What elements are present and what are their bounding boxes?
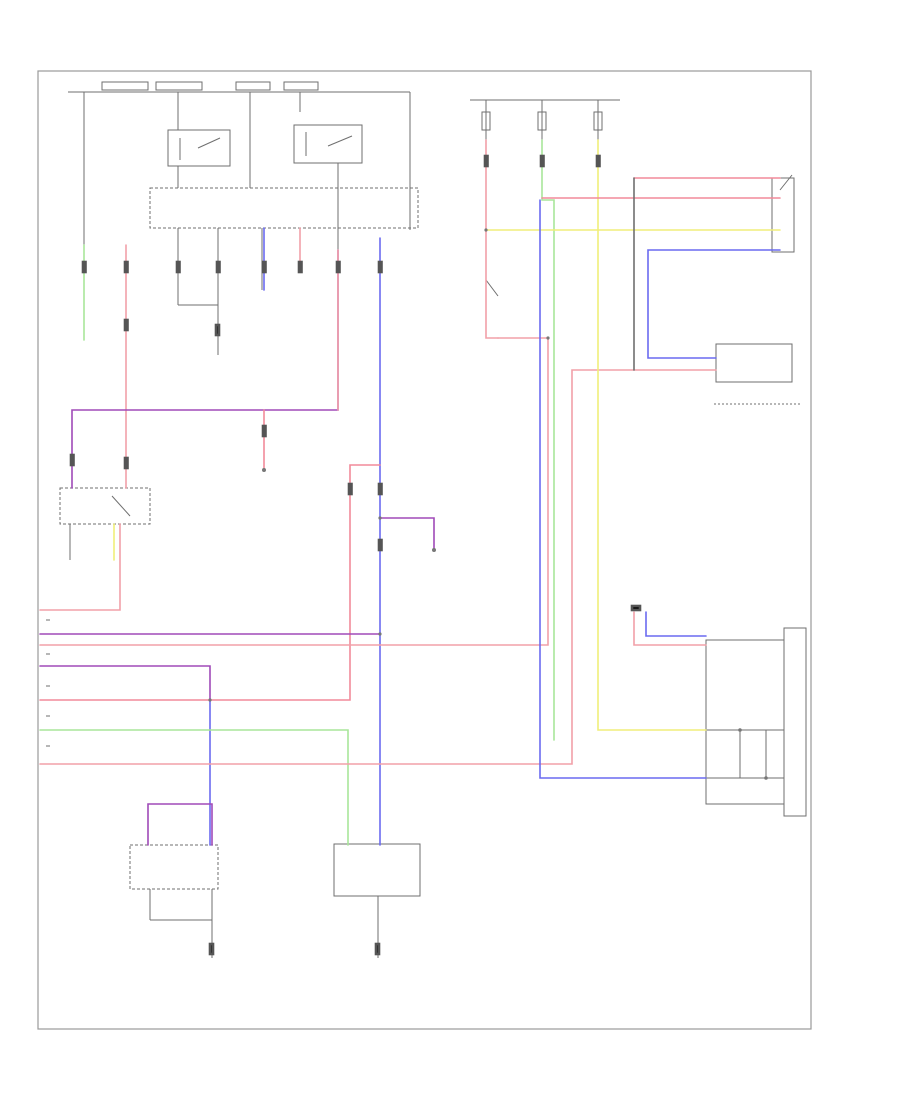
fuse-label-box-1	[101, 81, 149, 91]
right-switch-contact	[779, 174, 793, 191]
ground-connector-top	[214, 323, 221, 337]
bottom-center-component	[333, 843, 421, 897]
fuse-label-box-4	[283, 81, 319, 91]
module-node-2	[764, 776, 768, 780]
connector-mark	[335, 260, 341, 274]
wire-red-bus-long	[39, 369, 717, 765]
wire-purple-short	[39, 665, 211, 701]
fuse-body-2	[537, 111, 547, 131]
top-right-fuse-group	[470, 99, 800, 405]
wire-green-fuse-2	[541, 139, 555, 741]
connector-mark	[123, 456, 129, 470]
connector-mark	[595, 154, 601, 168]
wire-red-module-top	[633, 611, 707, 646]
relay-left-contact	[197, 137, 221, 149]
relay-right	[293, 124, 363, 164]
control-module-edge	[783, 627, 807, 817]
left-switch-group	[59, 487, 151, 560]
relay-left	[167, 129, 231, 167]
connector-mark	[123, 318, 129, 332]
mid-switch-blade	[485, 279, 499, 297]
left-switch-blade	[111, 495, 131, 517]
connector-mark	[483, 154, 489, 168]
connector-mark	[81, 260, 87, 274]
top-left-fuse-group	[68, 81, 419, 355]
wire-red-left-lower	[39, 523, 121, 611]
connector-mark	[630, 604, 642, 612]
diagram-border	[37, 70, 812, 1030]
connector-mark	[377, 538, 383, 552]
ground-point	[262, 468, 266, 472]
fuse-label-box-2	[155, 81, 203, 91]
splice-node	[484, 228, 488, 232]
wire-blue-switch	[647, 249, 781, 359]
wire-purple-bottom-left	[147, 803, 213, 846]
connector-mark	[215, 260, 221, 274]
fuse-body-1	[481, 111, 491, 131]
left-edge-terminals	[46, 619, 50, 747]
bottom-left-component	[129, 844, 219, 890]
right-switch-box	[771, 177, 795, 253]
connector-mark	[123, 260, 129, 274]
right-relay-box	[715, 343, 793, 383]
wire-red-loop-mid	[39, 464, 381, 701]
connector-mark	[69, 453, 75, 467]
left-switch-box	[59, 487, 151, 525]
relay-right-contact	[327, 135, 353, 147]
fuse-label-box-3	[235, 81, 271, 91]
wire-blue-module	[539, 199, 707, 779]
control-module	[705, 639, 785, 805]
wire-purple-upper	[71, 249, 339, 489]
connector-mark	[261, 260, 267, 274]
ground-connector-left	[208, 942, 215, 956]
splice-node	[546, 336, 550, 340]
wire-purple-ground-branch	[379, 517, 435, 551]
wire-yellow-fuse-3	[597, 139, 707, 731]
connector-mark	[297, 260, 303, 274]
connector-mark	[261, 424, 267, 438]
connector-mark	[539, 154, 545, 168]
splice-node	[378, 516, 382, 520]
wire-green-bus	[39, 729, 349, 846]
connector-mark	[377, 260, 383, 274]
junction-block	[149, 187, 419, 229]
control-module-group	[705, 627, 807, 817]
module-node-1	[738, 728, 742, 732]
splice-node	[208, 698, 212, 702]
connector-mark	[347, 482, 353, 496]
connector-mark	[377, 482, 383, 496]
bottom-components	[129, 843, 421, 958]
wire-red-fuse-1	[485, 139, 499, 339]
ground-connector-center	[374, 942, 381, 956]
connector-markers	[69, 154, 642, 702]
fuse-body-3	[593, 111, 603, 131]
wire-blue-module-top	[645, 611, 707, 637]
wire-red-bus-up	[39, 337, 549, 646]
splice-node	[378, 632, 382, 636]
ground-point	[432, 548, 436, 552]
connector-mark	[175, 260, 181, 274]
